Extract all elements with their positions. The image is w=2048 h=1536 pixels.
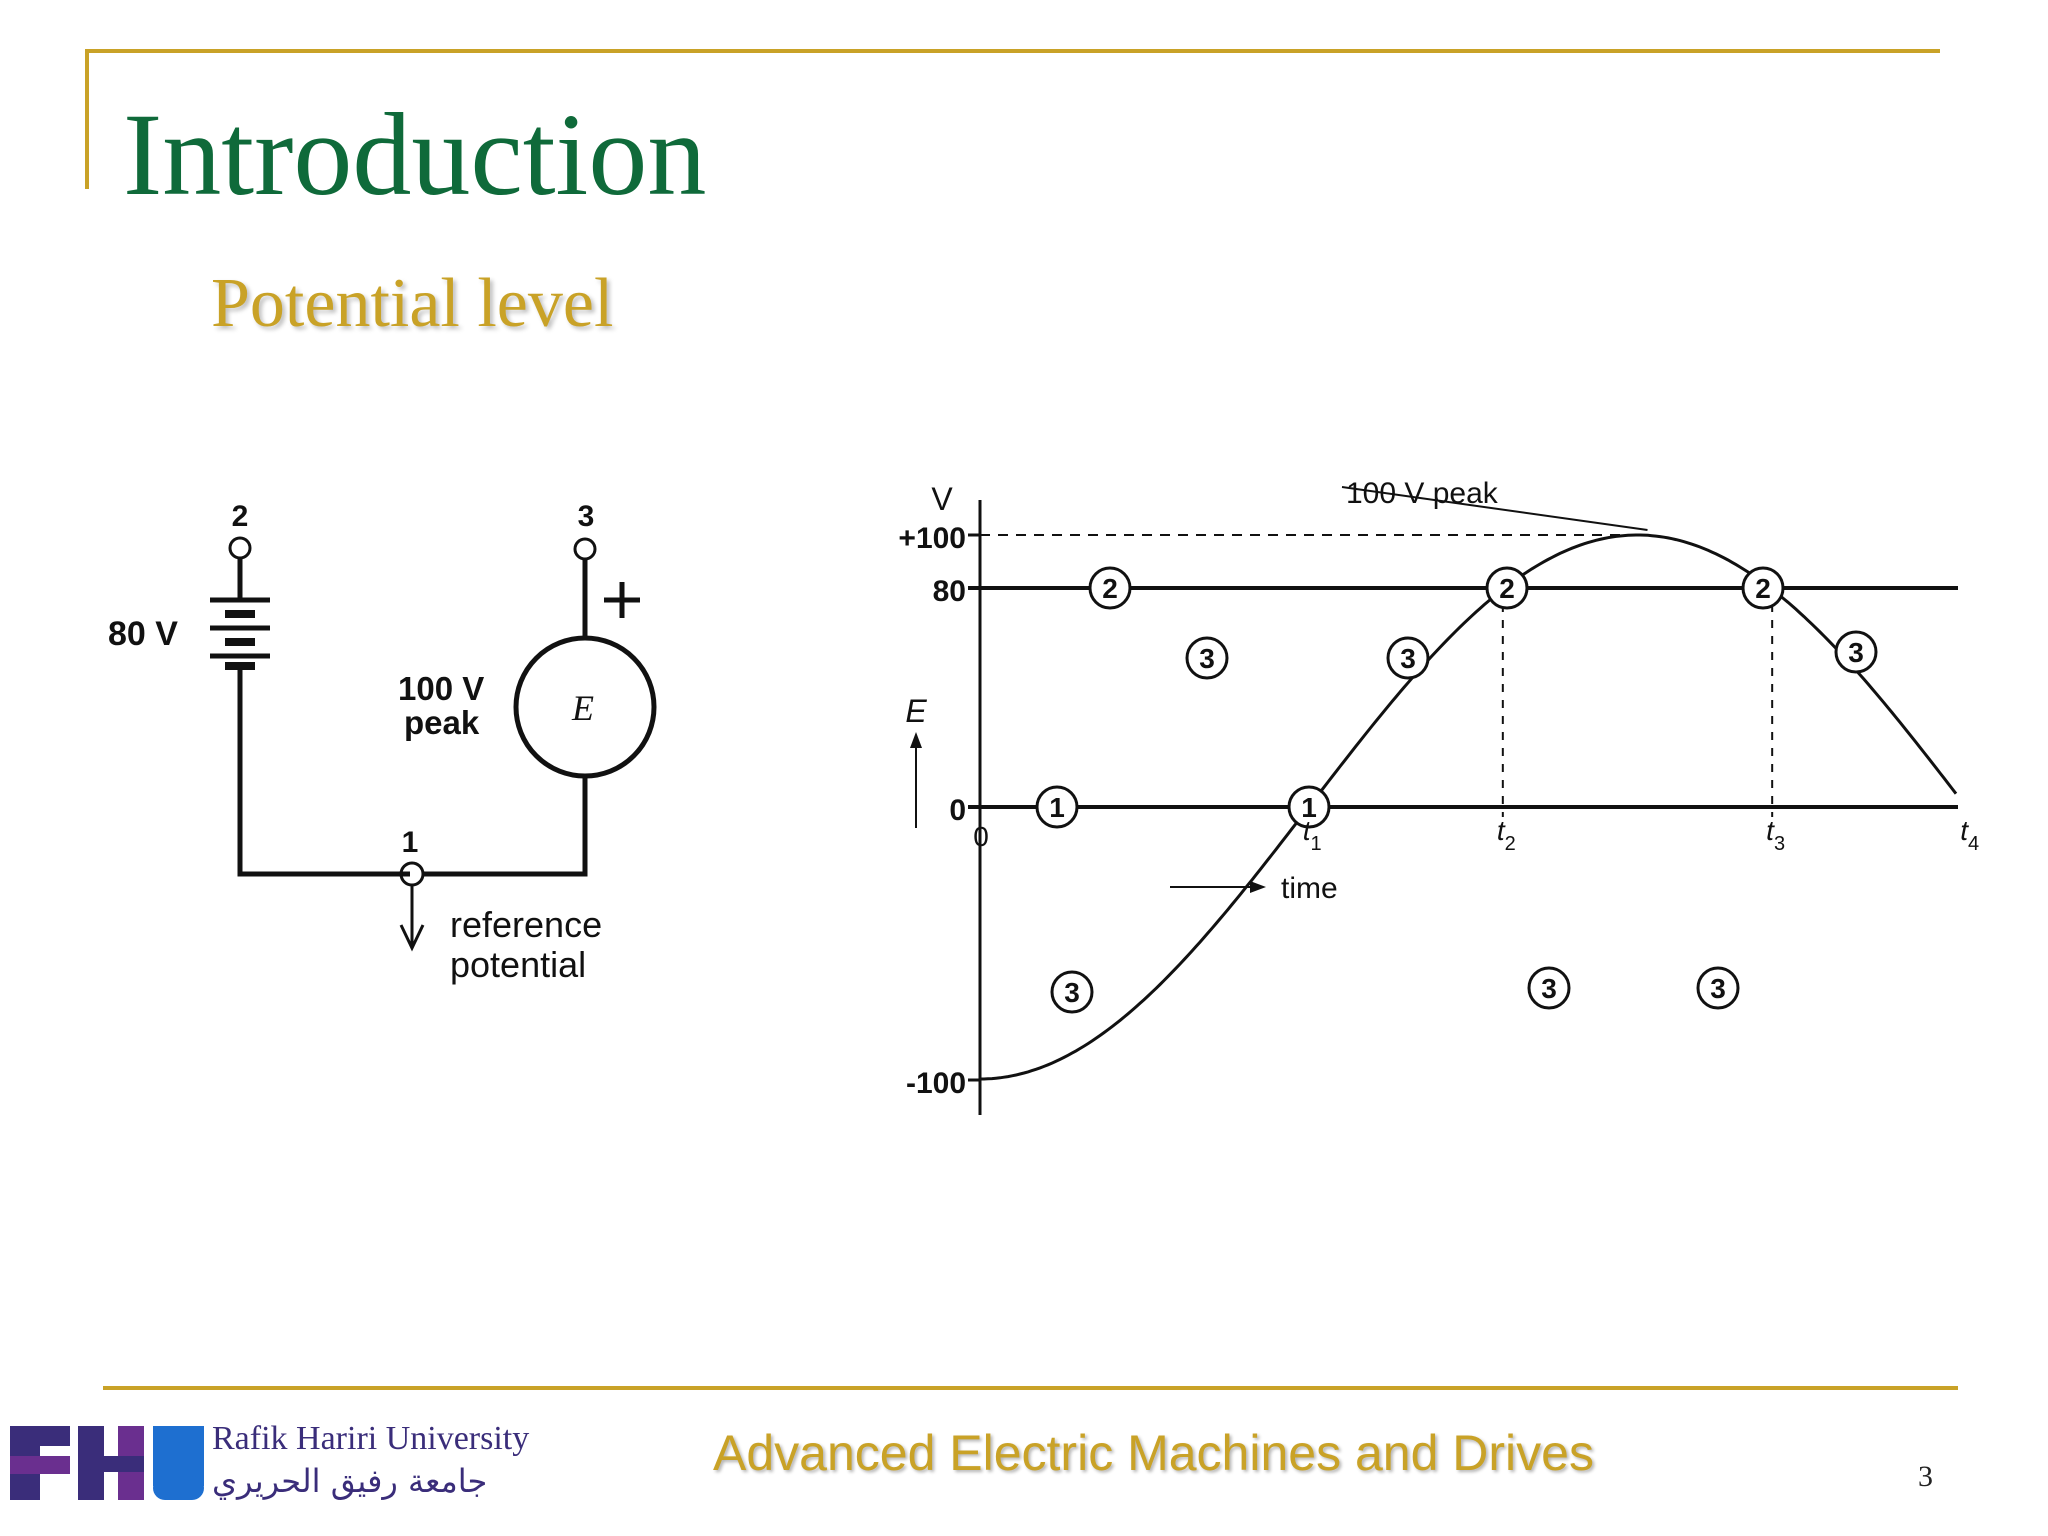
reference-label-line1: reference <box>450 904 602 945</box>
university-logo <box>10 1426 204 1500</box>
marker-node3-e-circle <box>1527 966 1571 1010</box>
marker-node3-a-circle <box>1185 636 1229 680</box>
university-name-arabic: جامعة رفيق الحريري <box>212 1462 488 1500</box>
page-number: 3 <box>1918 1460 1933 1493</box>
time-mark-t4: t4 <box>1960 815 1979 855</box>
footer-divider <box>103 1386 1958 1390</box>
x-origin-label: 0 <box>973 821 989 852</box>
node-2-label: 2 <box>232 500 249 533</box>
time-mark-t2: t2 <box>1497 815 1516 855</box>
marker-node2-a-label: 2 <box>1102 573 1118 604</box>
marker-node2-c-label: 2 <box>1755 573 1771 604</box>
battery-label: 80 V <box>108 615 178 653</box>
left-bottom-wire <box>237 666 410 877</box>
marker-node3-c-circle <box>1834 630 1878 674</box>
node-3-terminal <box>573 537 597 561</box>
source-label-line1: 100 V <box>398 670 484 707</box>
slide-title: Introduction <box>123 89 707 220</box>
marker-node1-b-circle <box>1287 785 1331 829</box>
circuit-diagram <box>210 536 657 952</box>
marker-node3-d-label: 3 <box>1064 977 1080 1008</box>
top-border <box>85 49 1940 53</box>
ytick-80: 80 <box>933 575 966 608</box>
quantity-e-label: E <box>905 693 927 729</box>
circuit-labels: 2 3 1 80 V 100 V peak E reference potent… <box>108 500 602 985</box>
marker-node2-a-circle <box>1088 566 1132 610</box>
source-symbol: E <box>571 688 594 728</box>
time-arrow-head <box>1250 881 1266 893</box>
marker-node3-d-circle <box>1050 970 1094 1014</box>
reference-label-line2: potential <box>450 944 586 985</box>
marker-node3-f-circle <box>1696 966 1740 1010</box>
e-arrow-head <box>910 732 922 748</box>
node-3-label: 3 <box>578 500 595 533</box>
y-axis-unit-label: V <box>931 481 953 517</box>
university-name-english: Rafik Hariri University <box>212 1420 530 1457</box>
marker-node1-a-label: 1 <box>1049 792 1065 823</box>
marker-node3-e-label: 3 <box>1541 973 1557 1004</box>
marker-node3-c-label: 3 <box>1848 637 1864 668</box>
course-footer: Advanced Electric Machines and Drives <box>713 1425 1594 1481</box>
left-border <box>85 49 89 189</box>
marker-node3-a-label: 3 <box>1199 643 1215 674</box>
time-mark-t1: t1 <box>1303 815 1322 855</box>
marker-node1-a-circle <box>1035 785 1079 829</box>
marker-node2-b-circle <box>1485 566 1529 610</box>
slide-subtitle: Potential level <box>211 265 614 342</box>
time-axis-label: time <box>1281 872 1338 905</box>
right-bottom-wire <box>423 776 588 877</box>
source-label-line2: peak <box>404 704 480 741</box>
marker-node1-b-label: 1 <box>1301 792 1317 823</box>
marker-node3-b-label: 3 <box>1400 643 1416 674</box>
marker-node3-f-label: 3 <box>1710 973 1726 1004</box>
ytick-plus-100: +100 <box>898 522 966 555</box>
ytick-minus-100: -100 <box>906 1067 966 1100</box>
marker-node2-b-label: 2 <box>1499 573 1515 604</box>
node-2-terminal <box>228 536 252 560</box>
ytick-0: 0 <box>949 794 966 827</box>
peak-annotation-leader <box>1341 486 1648 531</box>
node-1-label: 1 <box>402 826 419 859</box>
marker-node2-c-circle <box>1741 566 1785 610</box>
time-mark-t3: t3 <box>1766 815 1785 855</box>
reference-arrow-head <box>399 924 425 952</box>
waveform-curve <box>980 533 1958 1081</box>
marker-node3-b-circle <box>1386 636 1430 680</box>
peak-annotation-label: 100 V peak <box>1346 477 1499 510</box>
